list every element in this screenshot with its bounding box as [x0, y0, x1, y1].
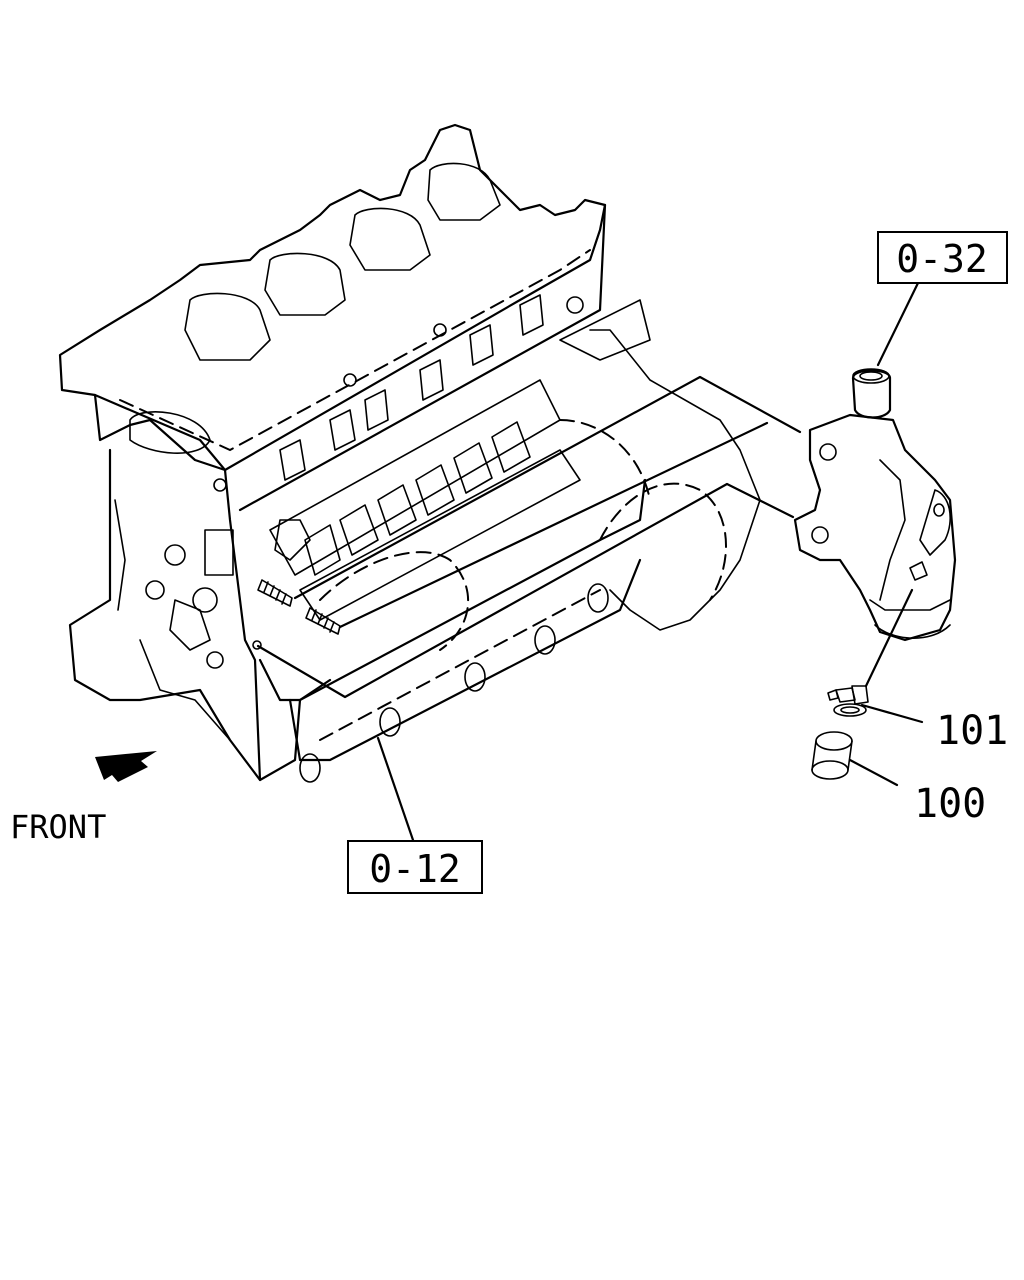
- callout-0-32[interactable]: 0-32: [877, 231, 1008, 284]
- part-number-101[interactable]: 101: [936, 708, 1008, 754]
- part-100-hose: [811, 731, 853, 780]
- water-outlet-housing: [793, 368, 957, 642]
- front-label: FRONT: [10, 808, 106, 846]
- front-arrow-icon: [95, 751, 157, 782]
- leader-lines: [256, 281, 924, 842]
- callout-0-32-label: 0-32: [896, 237, 988, 281]
- dowel-pin-right: [305, 607, 341, 635]
- callout-0-12-label: 0-12: [369, 847, 461, 891]
- part-101-sensor: [827, 685, 869, 717]
- dowel-pin-left: [257, 579, 293, 607]
- callout-0-12[interactable]: 0-12: [347, 840, 483, 894]
- part-number-100[interactable]: 100: [914, 781, 986, 827]
- engine-block: [58, 123, 761, 783]
